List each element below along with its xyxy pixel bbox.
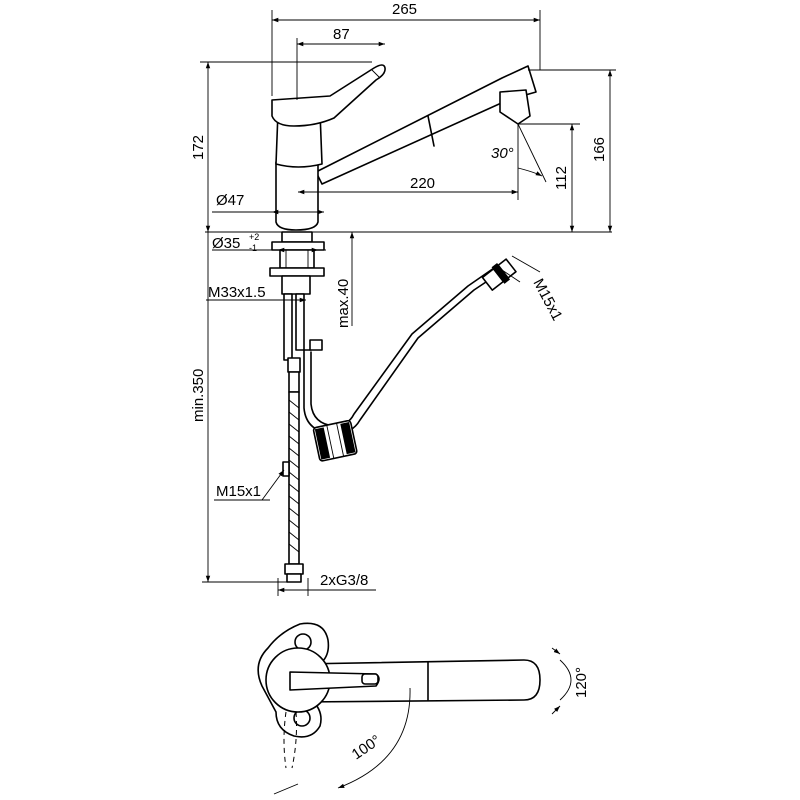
- dim-connector-thread: M15x1: [216, 483, 261, 500]
- dim-spray-hose-thread: M15x1: [529, 276, 565, 324]
- mounting-nut: [281, 231, 313, 243]
- supply-pipe-left: [283, 293, 293, 361]
- dim-supply-connection: 2xG3/8: [320, 572, 368, 589]
- fixing-plate: [269, 267, 325, 277]
- dim-lever-rotation-angle: 100°: [349, 732, 384, 763]
- supply-hoses: [282, 293, 305, 583]
- dim-lever-reach: 87: [333, 26, 350, 43]
- braided-hose: [288, 391, 300, 565]
- faucet-base: [275, 161, 319, 231]
- hose-ferrule-top: [287, 357, 301, 373]
- spout-arm: [315, 65, 537, 185]
- mixer-lever: [271, 64, 386, 127]
- dim-max-deck-thickness: max.40: [335, 279, 352, 328]
- dim-total-height: 172: [190, 135, 207, 160]
- dim-hole-tolerance-lower: -1: [249, 243, 257, 253]
- hose-crimp: [288, 371, 300, 393]
- dim-hole-diameter: Ø35: [212, 235, 240, 252]
- dim-hole-tolerance-upper: +2: [249, 232, 259, 242]
- dim-spout-outlet-height: 112: [553, 166, 570, 190]
- dim-spout-reach: 220: [410, 175, 435, 192]
- pullout-hose-line: [303, 273, 499, 435]
- mounting-assembly: [205, 231, 612, 295]
- dim-min-hose-length: min.350: [190, 369, 207, 422]
- hose-end-connector: [481, 258, 517, 291]
- faucet-top-view: 100° 120°: [257, 622, 590, 795]
- dim-spout-swivel-angle: 120°: [573, 667, 590, 698]
- hose-counterweight: [312, 419, 358, 462]
- spout-plan: [299, 659, 541, 703]
- supply-nut-base: [286, 573, 302, 583]
- fixing-nut: [281, 275, 311, 295]
- pullout-hose: [303, 258, 517, 462]
- dim-spout-angle: 30°: [491, 145, 514, 162]
- hose-clip: [282, 461, 290, 477]
- faucet-side-view: [271, 64, 537, 231]
- dim-spout-tip-height: 166: [591, 137, 608, 162]
- mounting-flange: [271, 241, 325, 251]
- dim-overall-length: 265: [392, 1, 417, 18]
- threaded-shank: [279, 249, 315, 269]
- supply-nut: [284, 563, 304, 575]
- supply-pipe-right: [295, 293, 305, 351]
- dimension-lines: 265 87 172 166 112 220 30° Ø47 Ø35 +2 -1: [190, 1, 616, 596]
- dim-mount-thread: M33x1.5: [208, 284, 266, 301]
- dim-body-diameter: Ø47: [216, 192, 244, 209]
- spout-sleeve-seam: [427, 115, 435, 147]
- spray-head: [499, 89, 531, 125]
- lever-rotated-position: [283, 711, 297, 769]
